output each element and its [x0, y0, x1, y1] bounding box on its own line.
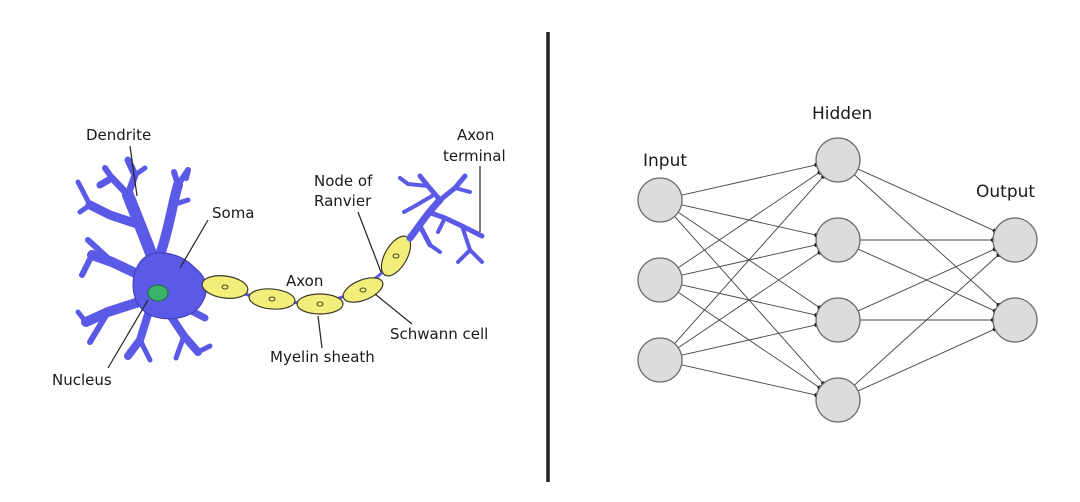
input-node-1 [637, 177, 683, 223]
nucleus-shape [147, 284, 169, 302]
edge-l0-2-to-3 [681, 364, 817, 396]
hidden-node-2 [815, 217, 861, 263]
layer-label-input: Input [643, 151, 687, 171]
label-schwann-cell: Schwann cell [390, 325, 488, 343]
label-nucleus: Nucleus [52, 371, 112, 389]
label-axon: Axon [286, 272, 323, 290]
input-node-3 [637, 337, 683, 383]
label-axon-terminal-line1: Axon [457, 126, 494, 144]
neuron-leader-lines [107, 145, 481, 369]
soma-body [132, 252, 207, 320]
layer-label-output: Output [976, 182, 1035, 202]
edge-l0-2-to-0 [674, 176, 824, 344]
hidden-node-1 [815, 137, 861, 183]
output-node-1 [992, 217, 1038, 263]
edge-l1-0-to-0 [857, 168, 996, 232]
edge-l1-2-to-0 [857, 248, 996, 312]
hidden-node-3 [815, 297, 861, 343]
neuron-diagram: Dendrite Soma Nucleus Axon Node of Ranvi… [52, 126, 506, 389]
edge-l0-1-to-0 [677, 171, 821, 269]
layer-label-hidden: Hidden [812, 104, 872, 124]
input-node-2 [637, 257, 683, 303]
label-dendrite: Dendrite [86, 126, 151, 144]
label-node-of-ranvier-line2: Ranvier [314, 192, 372, 210]
edge-l1-3-to-1 [857, 328, 996, 392]
dendrites [75, 156, 213, 363]
label-soma: Soma [212, 204, 255, 222]
label-myelin-sheath: Myelin sheath [270, 348, 375, 366]
edge-l0-2-to-1 [677, 251, 821, 349]
neural-network-diagram: Input Hidden Output [637, 104, 1038, 423]
network-nodes [637, 137, 1038, 423]
edge-l0-0-to-0 [681, 164, 817, 196]
axon-terminal-branches [398, 173, 485, 264]
network-edges [674, 162, 1001, 398]
edge-l0-2-to-2 [681, 324, 817, 356]
label-axon-terminal-line2: terminal [443, 147, 506, 165]
edge-l1-3-to-0 [854, 254, 999, 386]
hidden-node-4 [815, 377, 861, 423]
myelin-sheath-segments [201, 235, 412, 315]
output-node-2 [992, 297, 1038, 343]
label-node-of-ranvier-line1: Node of [314, 172, 373, 190]
